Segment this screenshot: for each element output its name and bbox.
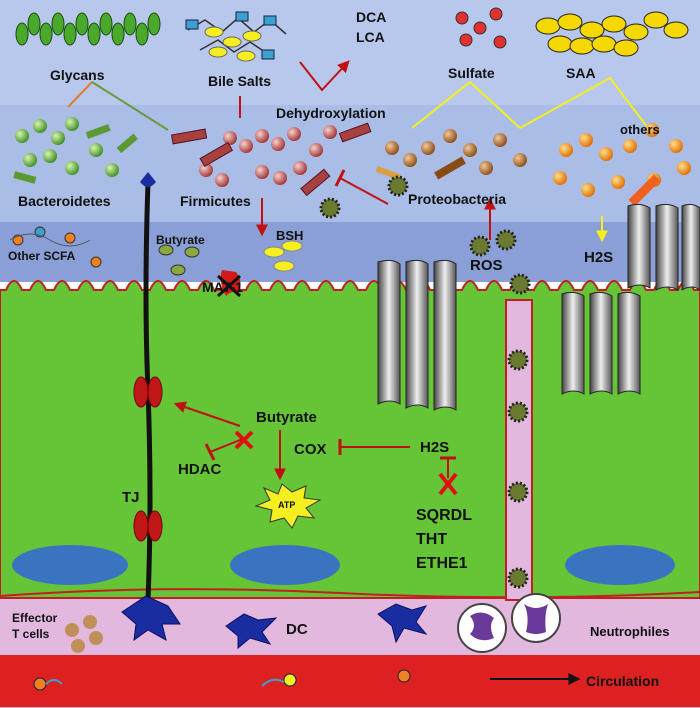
label-ethe1: ETHE1 bbox=[416, 555, 468, 572]
basement-membrane bbox=[0, 588, 700, 599]
scfa-molecules-icon bbox=[9, 226, 102, 268]
label-dca: DCA bbox=[356, 9, 386, 25]
effector-t-cells-icon bbox=[65, 615, 103, 653]
virus-particles-icon bbox=[319, 175, 531, 589]
saa-chain-icon bbox=[535, 11, 689, 57]
label-other-scfa: Other SCFA bbox=[8, 249, 76, 263]
bile-salts-molecule-icon bbox=[185, 11, 287, 62]
label-proteobacteria: Proteobacteria bbox=[408, 191, 506, 207]
tj-left-bottom bbox=[133, 510, 149, 542]
dehydroxylation-arrow bbox=[299, 60, 350, 92]
nucleus-3 bbox=[565, 545, 675, 585]
sulfate-molecules-icon bbox=[455, 7, 507, 49]
label-bacteroidetes: Bacteroidetes bbox=[18, 193, 111, 209]
label-dehydroxylation: Dehydroxylation bbox=[276, 105, 386, 121]
label-effector-1: Effector bbox=[12, 611, 58, 625]
label-bile-salts: Bile Salts bbox=[208, 73, 271, 89]
label-lca: LCA bbox=[356, 29, 385, 45]
label-h2s-cell: H2S bbox=[420, 439, 449, 456]
others-cluster bbox=[553, 123, 691, 207]
label-sulfate: Sulfate bbox=[448, 65, 495, 81]
bile-acids-icon bbox=[263, 240, 303, 272]
label-bsh: BSH bbox=[276, 228, 303, 243]
glycans-connector bbox=[67, 81, 93, 108]
glycans-chain-icon bbox=[15, 12, 161, 46]
butyrate-molecules-icon bbox=[158, 244, 200, 276]
junction-top bbox=[140, 172, 156, 187]
label-ros: ROS bbox=[470, 257, 503, 274]
dendritic-cell-3 bbox=[377, 603, 428, 644]
label-hdac: HDAC bbox=[178, 461, 221, 478]
label-tj: TJ bbox=[122, 489, 140, 506]
saa-lines bbox=[519, 76, 649, 129]
mucus-layer bbox=[0, 222, 700, 282]
proteobacteria-cluster bbox=[375, 129, 527, 180]
nucleus-2 bbox=[230, 545, 340, 585]
label-others: others bbox=[620, 122, 660, 137]
dendritic-cell-1 bbox=[121, 595, 181, 642]
label-butyrate-lumen: Butyrate bbox=[156, 233, 205, 247]
label-circulation: Circulation bbox=[586, 673, 659, 689]
label-sqrdl: SQRDL bbox=[416, 507, 472, 524]
butyrate-to-tj-arrow bbox=[173, 401, 241, 427]
label-effector-2: T cells bbox=[12, 627, 50, 641]
dendritic-cell-2 bbox=[225, 613, 278, 650]
proteo-inhibit-line bbox=[339, 177, 389, 205]
circulating-molecules-icon bbox=[33, 669, 411, 691]
label-mat1: MAT-1 bbox=[202, 279, 243, 295]
tj-left-top bbox=[133, 376, 149, 408]
label-h2s-lumen: H2S bbox=[584, 249, 613, 266]
label-dc: DC bbox=[286, 621, 308, 638]
neutrophil-2 bbox=[511, 593, 561, 643]
lumen-top-region bbox=[0, 0, 700, 110]
microvilli-right-icon bbox=[561, 203, 700, 395]
firmicutes-cluster bbox=[170, 122, 372, 197]
bacteroidetes-cluster bbox=[13, 117, 138, 184]
label-saa: SAA bbox=[566, 65, 596, 81]
glycans-connector-2 bbox=[91, 81, 169, 131]
label-atp: ATP bbox=[278, 500, 295, 510]
microvilli-left-icon bbox=[377, 259, 457, 411]
label-glycans: Glycans bbox=[50, 67, 105, 83]
blood-vessel bbox=[0, 655, 700, 707]
label-tht: THT bbox=[416, 531, 447, 548]
atp-burst-icon bbox=[254, 483, 322, 529]
intercellular-channel bbox=[505, 299, 533, 601]
tj-right-top bbox=[147, 376, 163, 408]
label-butyrate-cell: Butyrate bbox=[256, 409, 317, 426]
label-neutrophiles: Neutrophiles bbox=[590, 624, 669, 639]
label-cox: COX bbox=[294, 441, 327, 458]
sulfate-lines bbox=[411, 80, 521, 129]
tj-right-bottom bbox=[147, 510, 163, 542]
label-firmicutes: Firmicutes bbox=[180, 193, 251, 209]
nucleus-1 bbox=[12, 545, 128, 585]
neutrophil-1 bbox=[457, 603, 507, 653]
